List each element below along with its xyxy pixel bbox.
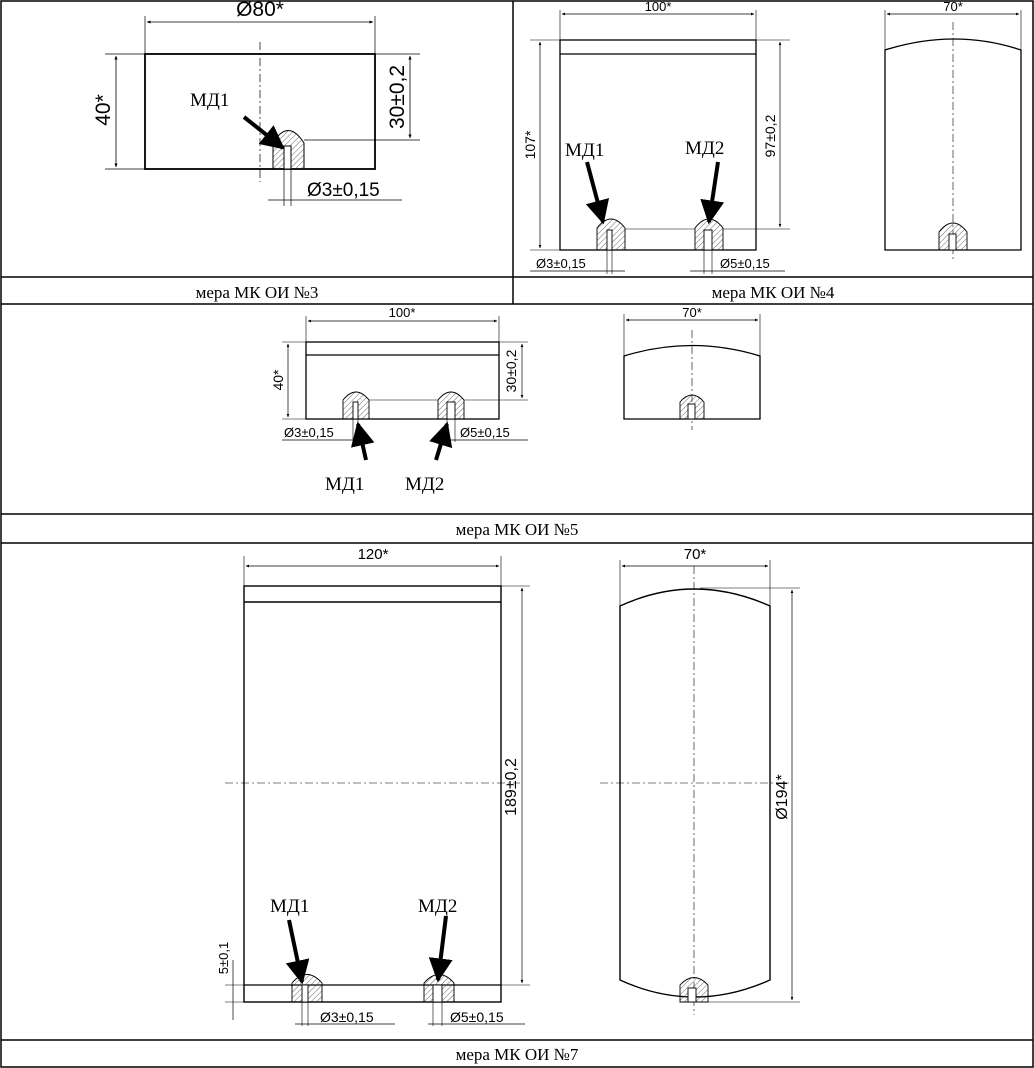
dim-depth: 189±0,2 — [503, 758, 520, 816]
dim-hole-1: Ø3±0,15 — [536, 256, 586, 271]
dim-base: 5±0,1 — [216, 942, 231, 974]
md2-arrow — [429, 421, 453, 461]
md1-arrow — [350, 421, 375, 461]
label-md2: МД2 — [418, 896, 457, 917]
dim-diameter: Ø194* — [774, 774, 791, 819]
md2-arrow — [428, 915, 453, 983]
drawing-mera-5 — [282, 314, 761, 461]
dim-side-width: 70* — [682, 305, 702, 320]
dim-height: 107* — [522, 130, 538, 159]
dim-side-width: 70* — [943, 0, 963, 14]
dim-hole-1: Ø3±0,15 — [284, 425, 334, 440]
dim-depth: 30±0,2 — [386, 65, 409, 129]
label-md2: МД2 — [685, 138, 724, 159]
front-outline — [559, 39, 757, 251]
dim-hole-2: Ø5±0,15 — [460, 425, 510, 440]
dim-hole-2: Ø5±0,15 — [450, 1009, 504, 1025]
label-md1: МД1 — [270, 896, 309, 917]
drawing-mera-3 — [105, 16, 420, 206]
dim-width: 100* — [389, 305, 416, 320]
md1-arrow — [285, 919, 310, 985]
label-md1: МД1 — [190, 90, 229, 111]
label-md1: МД1 — [325, 474, 364, 495]
md1-arrow — [585, 161, 610, 225]
side-outline — [619, 588, 771, 998]
dim-depth: 97±0,2 — [762, 114, 778, 157]
caption-mera-5: мера МК ОИ №5 — [456, 520, 579, 539]
dim-hole-1: Ø3±0,15 — [320, 1009, 374, 1025]
dim-height: 40* — [92, 94, 115, 126]
dim-side-width: 70* — [684, 546, 707, 563]
dim-width: 100* — [645, 0, 672, 14]
caption-mera-3: мера МК ОИ №3 — [196, 283, 319, 302]
dim-width: 120* — [358, 546, 389, 563]
md1-arrow — [242, 115, 285, 150]
caption-mera-4: мера МК ОИ №4 — [712, 283, 835, 302]
dim-height: 40* — [270, 369, 286, 391]
dim-width: Ø80* — [236, 0, 284, 21]
caption-mera-7: мера МК ОИ №7 — [456, 1045, 579, 1064]
dim-hole-2: Ø5±0,15 — [720, 256, 770, 271]
md2-arrow — [700, 161, 725, 225]
dim-hole: Ø3±0,15 — [307, 180, 380, 201]
dim-depth: 30±0,2 — [503, 349, 519, 392]
drawing-mera-7 — [225, 556, 800, 1026]
label-md1: МД1 — [565, 140, 604, 161]
label-md2: МД2 — [405, 474, 444, 495]
front-outline — [305, 341, 500, 420]
drawing-mera-4 — [530, 10, 1022, 274]
front-outline — [243, 585, 502, 1003]
